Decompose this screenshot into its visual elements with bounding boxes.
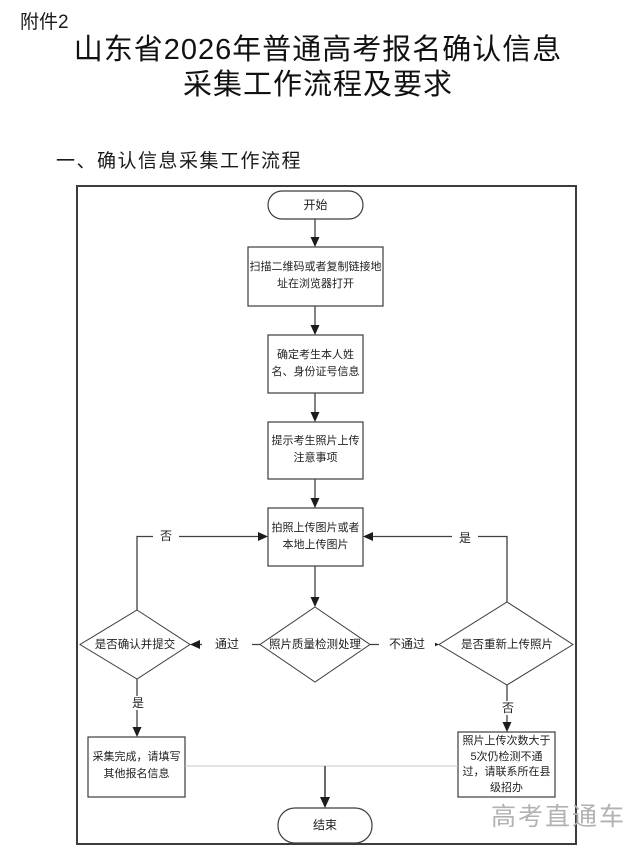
arrowhead-down-icon bbox=[132, 727, 142, 737]
label-no-bottom-right: 否 bbox=[495, 701, 521, 715]
page-title: 山东省2026年普通高考报名确认信息 采集工作流程及要求 bbox=[0, 33, 636, 103]
connector-reupload-yes-return-to-upload bbox=[363, 532, 508, 602]
arrowhead-down-icon bbox=[310, 237, 320, 247]
flowchart-graphics bbox=[76, 185, 577, 845]
connector-scan-to-identity bbox=[310, 306, 320, 335]
scan-step-shape bbox=[247, 246, 384, 307]
complete-step-shape bbox=[87, 736, 186, 798]
label-pass: 通过 bbox=[202, 637, 252, 651]
arrowhead-left-icon bbox=[190, 640, 200, 649]
arrowhead-left-icon bbox=[363, 532, 373, 541]
label-yes-top-right: 是 bbox=[452, 531, 478, 545]
connector-to-end bbox=[320, 766, 330, 808]
arrowhead-down-icon bbox=[310, 498, 320, 508]
arrowhead-down-icon bbox=[310, 597, 320, 607]
quality-check-decision-text: 照片质量检测处理 bbox=[269, 639, 361, 651]
scan-step-text: 扫描二维码或者复制链接地 址在浏览器打开 bbox=[249, 261, 382, 290]
section-heading: 一、确认信息采集工作流程 bbox=[56, 151, 303, 172]
arrowhead-down-icon bbox=[502, 722, 512, 732]
start-node: 开始 bbox=[303, 198, 328, 212]
arrowhead-down-icon bbox=[310, 325, 320, 335]
confirm-identity-step-shape bbox=[267, 334, 364, 394]
connector-tips-to-upload bbox=[310, 479, 320, 508]
label-fail: 不通过 bbox=[379, 637, 435, 651]
complete-step-text: 采集完成，请填写 其他报名信息 bbox=[92, 751, 181, 780]
label-yes-bottom-left: 是 bbox=[125, 696, 151, 710]
page-title-line2: 采集工作流程及要求 bbox=[182, 69, 453, 101]
reupload-decision-text: 是否重新上传照片 bbox=[461, 639, 553, 651]
arrowhead-down-icon bbox=[310, 412, 320, 422]
connector-identity-to-tips bbox=[310, 393, 320, 422]
attachment-label: 附件2 bbox=[20, 12, 69, 33]
arrowhead-down-icon bbox=[320, 797, 330, 808]
end-node: 结束 bbox=[312, 818, 337, 832]
page-title-line1: 山东省2026年普通高考报名确认信息 bbox=[73, 34, 563, 66]
connector-confirm-no-return-to-upload bbox=[136, 532, 268, 610]
confirm-submit-decision-text: 是否确认并提交 bbox=[94, 639, 176, 651]
arrowhead-right-icon bbox=[258, 532, 268, 541]
contact-step-shape bbox=[457, 731, 556, 798]
contact-step-text: 照片上传次数大于 5次仍检测不通 过，请联系所在县 级招办 bbox=[462, 735, 551, 794]
label-no-top-left: 否 bbox=[153, 529, 179, 543]
connector-start-to-scan bbox=[310, 219, 320, 247]
upload-step-text: 拍照上传图片或者 本地上传图片 bbox=[271, 522, 360, 551]
quality-check-decision-shape bbox=[259, 606, 371, 683]
connector-upload-to-quality bbox=[310, 566, 320, 607]
confirm-identity-step-text: 确定考生本人姓 名、身份证号信息 bbox=[271, 349, 360, 378]
flowchart-canvas: 开始 扫描二维码或者复制链接地 址在浏览器打开 确定考生本人姓 名、身份证号信息… bbox=[76, 185, 577, 845]
photo-tips-step-text: 提示考生照片上传 注意事项 bbox=[271, 435, 360, 464]
watermark: 高考直通车 bbox=[491, 803, 627, 831]
